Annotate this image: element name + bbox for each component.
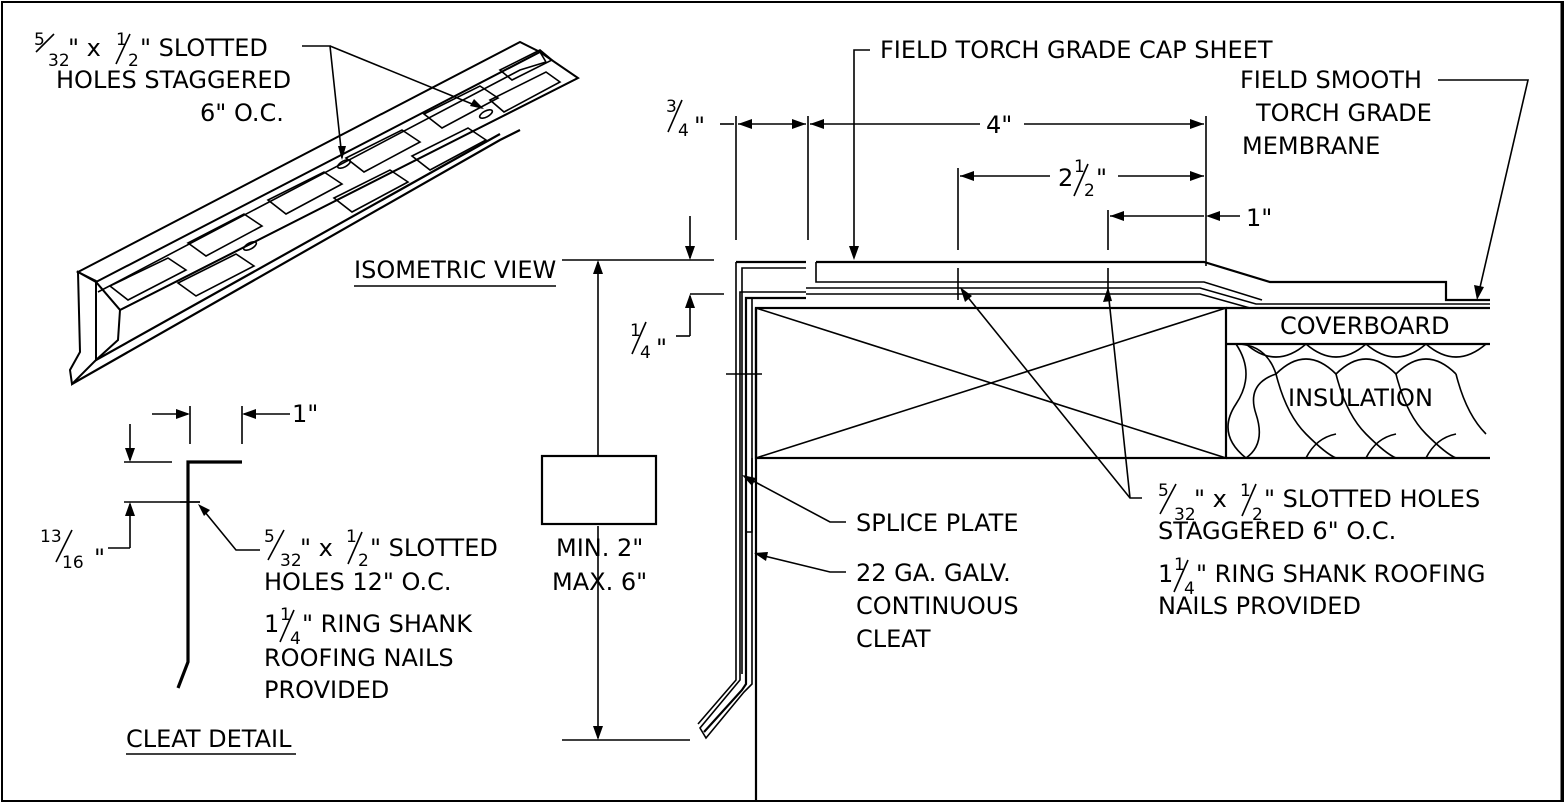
iso-slot-tail: " SLOTTED (140, 34, 268, 62)
insulation-label: INSULATION (1288, 384, 1433, 412)
iso-frac-num-2: 1 (116, 30, 127, 50)
dim-two-half-tail: " (1096, 164, 1107, 192)
dim-two-half-den: 2 (1084, 181, 1095, 201)
iso-frac-den-1: 32 (48, 51, 70, 71)
cleat-frac-num-1: 5 (264, 527, 275, 547)
cleat-line-4: ROOFING NAILS (264, 644, 454, 672)
cap-sheet-label: FIELD TORCH GRADE CAP SHEET (880, 36, 1273, 64)
roof-section-drawing: COVERBOARD INSULATION (540, 49, 1530, 800)
nails-tail: " RING SHANK ROOFING (1196, 560, 1486, 588)
isometric-cleat-drawing (68, 40, 580, 387)
iso-frac-num-1: 5 (34, 30, 45, 50)
cleat-height-num: 13 (40, 527, 62, 547)
cleat-line-2: HOLES 12" O.C. (264, 568, 451, 596)
dim-quarter-den: 4 (640, 343, 651, 363)
cleat-width-dim: 1" (292, 400, 318, 428)
splice-plate-label: SPLICE PLATE (856, 509, 1018, 537)
holes-line-2: STAGGERED 6" O.C. (1158, 517, 1396, 545)
section-holes-label: 5 32 " x 1 2 " SLOTTED HOLES STAGGERED 6… (1158, 481, 1486, 620)
cleat-label-1: 22 GA. GALV. (856, 559, 1011, 587)
holes-frac-den-2: 2 (1252, 505, 1263, 525)
cleat-label-3: CLEAT (856, 625, 931, 653)
nails-num: 1 (1174, 555, 1185, 575)
isometric-slot-label: 5 32 " x 1 2 " SLOTTED HOLES STAGGERED 6… (34, 30, 484, 160)
isometric-view-title: ISOMETRIC VIEW (354, 256, 556, 284)
holes-frac-num-1: 5 (1158, 481, 1169, 501)
cleat-frac-den-1: 32 (280, 551, 302, 571)
holes-frac-den-1: 32 (1174, 505, 1196, 525)
iso-line-3: 6" O.C. (200, 99, 284, 127)
face-min-label: MIN. 2" (556, 534, 643, 562)
dim-four-label: 4" (986, 111, 1012, 139)
dim-two-half-whole: 2 (1058, 164, 1073, 192)
cleat-frac-num-2: 1 (346, 527, 357, 547)
cleat-nail-den: 4 (290, 629, 301, 649)
cleat-nail-whole: 1 (264, 610, 279, 638)
dim-one-label: 1" (1246, 204, 1272, 232)
cleat-label-2: CONTINUOUS (856, 592, 1019, 620)
cleat-detail-drawing: 1" 13 16 " (40, 400, 318, 689)
holes-frac-num-2: 1 (1240, 481, 1251, 501)
face-max-label: MAX. 6" (552, 568, 647, 596)
cleat-height-tail: " (94, 544, 105, 572)
cleat-detail-label: 5 32 " x 1 2 " SLOTTED HOLES 12" O.C. 1 … (264, 527, 498, 704)
dim-two-half-num: 1 (1074, 157, 1085, 177)
dim-quarter-tail: " (656, 334, 667, 362)
cleat-frac-den-2: 2 (358, 551, 369, 571)
iso-line-2: HOLES STAGGERED (56, 66, 291, 94)
coverboard-label: COVERBOARD (1280, 312, 1450, 340)
nails-line-2: NAILS PROVIDED (1158, 592, 1361, 620)
nails-whole: 1 (1158, 560, 1173, 588)
cleat-nail-tail: " RING SHANK (302, 610, 473, 638)
dim-three-quarter-tail: " (694, 112, 705, 140)
nails-den: 4 (1184, 579, 1195, 599)
cleat-height-den: 16 (62, 553, 84, 573)
insulation-pattern (1227, 343, 1487, 459)
holes-frac-x: " x (1194, 485, 1235, 513)
membrane-label-3: MEMBRANE (1242, 132, 1380, 160)
holes-tail: " SLOTTED HOLES (1264, 485, 1480, 513)
cleat-slot-tail: " SLOTTED (370, 534, 498, 562)
membrane-label-1: FIELD SMOOTH (1240, 66, 1422, 94)
cleat-frac-x: " x (300, 534, 341, 562)
cleat-detail-title: CLEAT DETAIL (126, 725, 292, 753)
membrane-label-2: TORCH GRADE (1255, 99, 1432, 127)
cleat-line-5: PROVIDED (264, 676, 389, 704)
iso-frac-den-2: 2 (128, 51, 139, 71)
dim-quarter-num: 1 (630, 321, 641, 341)
cleat-nail-num: 1 (280, 605, 291, 625)
dim-three-quarter-num: 3 (666, 97, 677, 117)
iso-frac-x: " x (68, 34, 109, 62)
dim-three-quarter-den: 4 (678, 121, 689, 141)
